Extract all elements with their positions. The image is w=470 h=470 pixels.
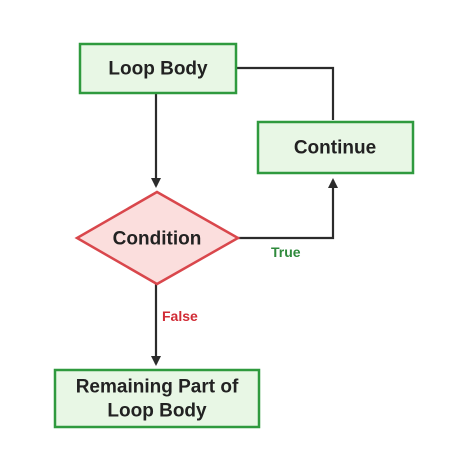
loop-body-box	[78, 42, 238, 95]
false-edge-label: False	[162, 308, 198, 324]
edge-condition-true-to-continue	[238, 178, 338, 240]
condition-label: Condition	[113, 229, 202, 250]
remaining-part-label-line2: Loop Body	[107, 401, 207, 422]
node-remaining-part: Remaining Part of Loop Body	[53, 368, 261, 429]
node-loop-body: Loop Body	[78, 42, 238, 95]
node-condition: Condition	[74, 190, 241, 286]
loop-body-label: Loop Body	[108, 59, 208, 80]
condition-diamond	[74, 190, 241, 286]
node-continue: Continue	[256, 120, 415, 175]
true-edge-label: True	[271, 244, 301, 260]
continue-box	[256, 120, 415, 175]
continue-label: Continue	[294, 138, 376, 159]
edge-loop-body-to-continue	[236, 66, 335, 120]
remaining-part-box	[53, 368, 261, 429]
remaining-part-label-line1: Remaining Part of	[76, 377, 239, 398]
